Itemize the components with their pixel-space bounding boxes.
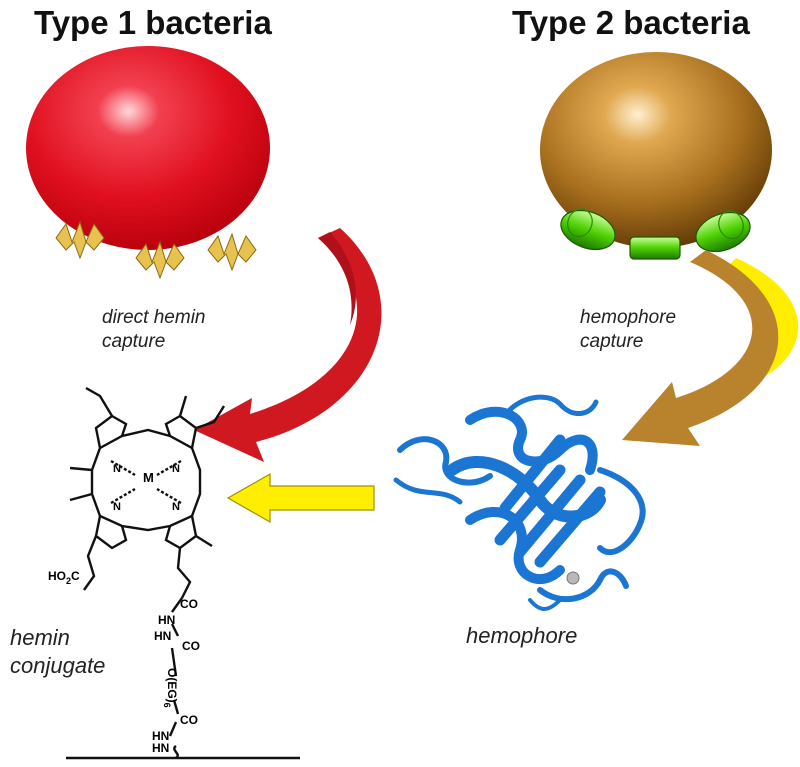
hn-label: HN — [152, 729, 169, 743]
hn-label: HN — [154, 629, 171, 643]
type1-bacterium — [26, 46, 270, 250]
hemophore-capture-label: hemophore capture — [580, 306, 676, 354]
direct-capture-line1: direct hemin — [102, 307, 206, 328]
hemophore-capture-arrow — [622, 250, 799, 446]
direct-capture-line2: capture — [102, 330, 166, 352]
type2-receptors — [560, 208, 751, 260]
hemophore-protein — [393, 394, 646, 611]
n-label: N — [113, 463, 121, 475]
direct-capture-label: direct hemin capture — [102, 306, 206, 354]
acid-label: HO2C — [48, 569, 80, 586]
n-label: N — [172, 501, 180, 513]
hemophore-label: hemophore — [466, 623, 578, 648]
delivery-arrow — [226, 472, 375, 524]
type1-title: Type 1 bacteria — [34, 4, 272, 41]
co-label: CO — [180, 713, 198, 727]
hemin-conjugate-label: hemin conjugate — [10, 624, 105, 679]
linker-label: O(EG)6 — [162, 668, 179, 708]
hemophore-capture-line1: hemophore — [580, 307, 677, 328]
n-label: N — [172, 463, 180, 475]
co-label: CO — [182, 639, 200, 653]
receptor-spike — [55, 220, 105, 260]
direct-capture-arrow — [194, 228, 382, 462]
hn-label: HN — [158, 613, 175, 627]
receptor-spike — [135, 240, 185, 280]
hemin-structure — [66, 386, 300, 760]
conjugate-line1: hemin — [10, 625, 70, 650]
type1-receptors — [55, 220, 257, 280]
hemophore-capture-line2: capture — [580, 330, 644, 352]
co-label: CO — [180, 597, 198, 611]
receptor-barrel — [695, 210, 751, 253]
receptor-barrel — [629, 236, 681, 260]
conjugate-line2: conjugate — [10, 652, 106, 678]
n-label: N — [113, 501, 121, 513]
hn-label: HN — [152, 741, 169, 755]
receptor-spike — [207, 232, 257, 272]
receptor-barrel — [560, 208, 616, 251]
svg-text:O(EG)6: O(EG)6 — [162, 668, 179, 708]
type2-title: Type 2 bacteria — [512, 4, 750, 41]
type2-bacterium — [540, 52, 772, 248]
metal-label: M — [143, 470, 154, 485]
hemin-structure-labels: M N N N N HO2C CO HN HN CO O(EG)6 CO HN … — [48, 463, 200, 755]
heme-atom-icon — [566, 571, 580, 585]
